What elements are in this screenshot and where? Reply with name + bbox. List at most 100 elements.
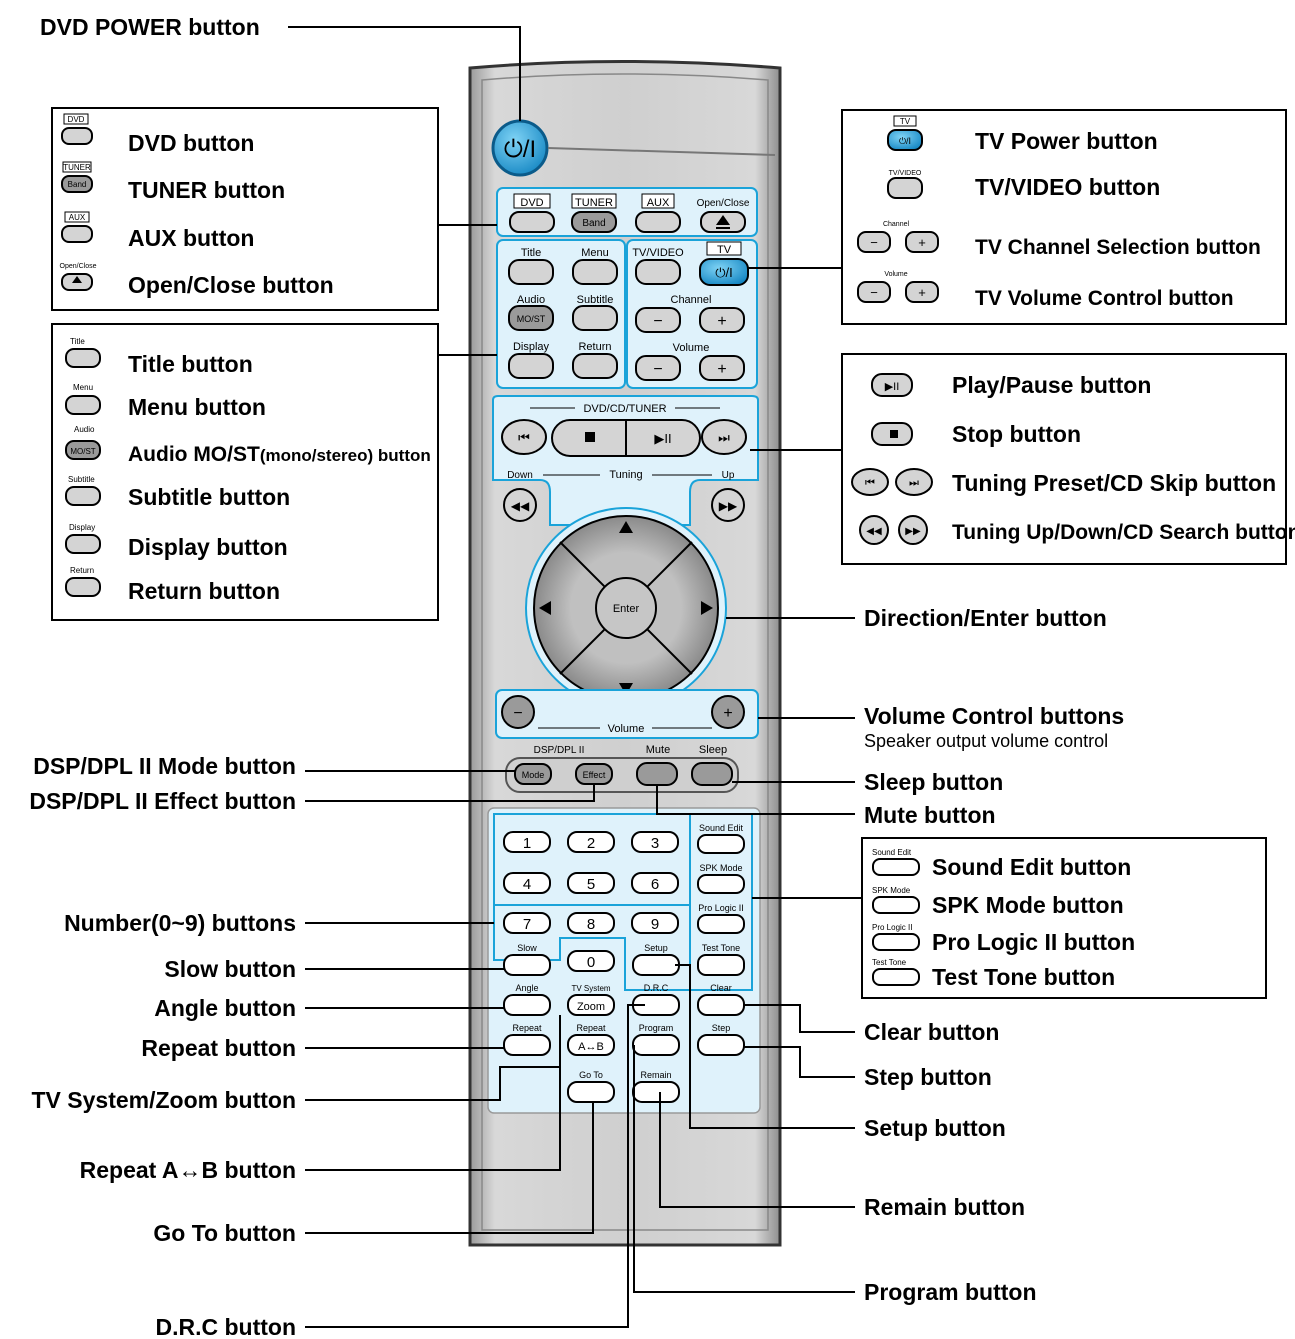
callout-tv-video-button: TV/VIDEO button xyxy=(975,174,1160,200)
remote-channel-plus[interactable] xyxy=(699,307,745,333)
remote-step-button[interactable] xyxy=(697,1034,745,1056)
stop-icon xyxy=(585,432,595,442)
remote-mode-button[interactable] xyxy=(514,763,552,785)
mute-label: Mute xyxy=(646,744,670,756)
spk-mode-label: SPK Mode xyxy=(699,863,742,873)
right-arrow-icon[interactable] xyxy=(701,601,713,615)
callout-box-menu: Title Title button Menu Menu button Audi… xyxy=(51,323,439,621)
remote-zoom-button[interactable] xyxy=(567,994,615,1016)
remote-display-button[interactable] xyxy=(508,353,554,379)
number-button[interactable]: 9 xyxy=(631,912,679,934)
remote-enter-button[interactable]: Enter xyxy=(595,577,657,639)
callout-skip-button: Tuning Preset/CD Skip button xyxy=(952,470,1276,496)
callout-spk-mode-button: SPK Mode button xyxy=(932,892,1124,918)
minus-icon: − xyxy=(870,285,878,300)
number-button[interactable]: 1 xyxy=(503,831,551,853)
remote-stop-play-bar[interactable]: ▶II xyxy=(551,419,701,457)
callout-title-button: Title button xyxy=(128,351,253,377)
number-button[interactable]: 6 xyxy=(631,872,679,894)
test-tone-label: Test Tone xyxy=(702,943,740,953)
remote-menu-button[interactable] xyxy=(572,259,618,285)
callout-slow-button: Slow button xyxy=(164,956,296,982)
remote-tv-volume-plus[interactable] xyxy=(699,355,745,381)
skip-forward-icon: ⏭ xyxy=(909,477,919,489)
remote-search-forward-button[interactable]: ▶▶ xyxy=(711,488,745,522)
volume-panel: − + Volume xyxy=(495,689,759,739)
number-button[interactable]: 7 xyxy=(503,912,551,934)
remote-slow-button[interactable] xyxy=(503,954,551,976)
rewind-icon: ◀◀ xyxy=(511,499,530,513)
number-button[interactable]: 5 xyxy=(567,872,615,894)
remote-title-button[interactable] xyxy=(508,259,554,285)
remote-sleep-button[interactable] xyxy=(691,762,733,786)
remote-clear-button[interactable] xyxy=(697,994,745,1016)
tv-power-icon: ⏻/I xyxy=(715,265,733,280)
callout-box-tv: TV ⏻/I TV Power button TV/VIDEO TV/VIDEO… xyxy=(841,109,1287,325)
remote-dvd-button[interactable]: DVD xyxy=(509,193,555,233)
number-button[interactable]: 4 xyxy=(503,872,551,894)
remote-channel-minus[interactable] xyxy=(635,307,681,333)
remote-volume-plus[interactable] xyxy=(711,695,745,729)
tv-icon: TV xyxy=(900,117,911,126)
remote-tuner-button[interactable]: TUNER Band xyxy=(571,193,617,233)
remote-remain-button[interactable] xyxy=(632,1081,680,1103)
remote-open-close-button[interactable]: Open/Close xyxy=(697,198,750,233)
tv-panel: TV/VIDEO TV ⏻/I Channel − + Volume − + xyxy=(626,239,758,389)
remote-setup-button[interactable] xyxy=(632,954,680,976)
dsp-panel: DSP/DPL II Mute Sleep Mode Effect xyxy=(505,744,739,793)
volume-icon: Volume xyxy=(884,271,907,278)
dvd-icon: DVD xyxy=(68,115,85,124)
remote-volume-minus[interactable] xyxy=(501,695,535,729)
plus-icon: + xyxy=(717,361,726,378)
number-button[interactable]: 0 xyxy=(567,950,615,972)
callout-angle-button: Angle button xyxy=(154,995,296,1021)
callout-sleep-button: Sleep button xyxy=(864,769,1003,795)
remote-tv-power-button[interactable] xyxy=(699,258,749,286)
repeat-ab-top-label: Repeat xyxy=(576,1023,606,1033)
remote-tv-volume-minus[interactable] xyxy=(635,355,681,381)
callout-clear-button: Clear button xyxy=(864,1019,999,1045)
remote-spk-mode-button[interactable] xyxy=(697,874,745,894)
remote-angle-button[interactable] xyxy=(503,994,551,1016)
remote-go-to-button[interactable] xyxy=(567,1081,615,1103)
tuner-icon: TUNER xyxy=(63,163,91,172)
remote-pro-logic-button[interactable] xyxy=(697,914,745,934)
repeat-label: Repeat xyxy=(512,1023,542,1033)
remote-sound-edit-button[interactable] xyxy=(697,834,745,854)
remote-aux-button[interactable]: AUX xyxy=(635,193,681,233)
remote-audio-button[interactable] xyxy=(508,305,554,331)
remote-repeat-button[interactable] xyxy=(503,1034,551,1056)
remote-repeat-ab-button[interactable] xyxy=(567,1034,615,1056)
remote-skip-forward-button[interactable]: ⏭ xyxy=(701,419,747,455)
remote-program-button[interactable] xyxy=(632,1034,680,1056)
remote-skip-back-button[interactable]: ⏮ xyxy=(501,419,547,455)
remote-search-back-button[interactable]: ◀◀ xyxy=(503,488,537,522)
angle-label: Angle xyxy=(515,983,538,993)
play-pause-icon: ▶II xyxy=(885,381,900,393)
dvd-power-button[interactable]: ⏻/I xyxy=(491,119,549,177)
left-arrow-icon[interactable] xyxy=(539,601,551,615)
number-button[interactable]: 2 xyxy=(567,831,615,853)
up-arrow-icon[interactable] xyxy=(619,521,633,533)
return-label: Return xyxy=(578,341,611,353)
eject-icon xyxy=(72,276,82,283)
remote-mute-button[interactable] xyxy=(636,762,678,786)
number-label: 0 xyxy=(587,954,595,971)
dvd-label: DVD xyxy=(520,197,543,209)
remote-tv-video-button[interactable] xyxy=(635,259,681,285)
number-button[interactable]: 8 xyxy=(567,912,615,934)
callout-audio-button: Audio MO/ST(mono/stereo) button xyxy=(128,443,431,466)
remote-subtitle-button[interactable] xyxy=(572,305,618,331)
number-button[interactable]: 3 xyxy=(631,831,679,853)
number-label: 9 xyxy=(651,916,659,933)
side-buttons: Sound Edit SPK Mode Pro Logic II Test To… xyxy=(697,823,745,976)
aux-icon: AUX xyxy=(69,213,86,222)
remote-return-button[interactable] xyxy=(572,353,618,379)
effect-label: Effect xyxy=(583,770,606,780)
callout-tv-channel-button: TV Channel Selection button xyxy=(975,236,1261,259)
audio-label: Audio xyxy=(517,294,545,306)
program-label: Program xyxy=(639,1023,674,1033)
pro-logic-icon: Pro Logic II xyxy=(872,923,912,932)
callout-subtitle-button: Subtitle button xyxy=(128,484,290,510)
remote-test-tone-button[interactable] xyxy=(697,954,745,976)
